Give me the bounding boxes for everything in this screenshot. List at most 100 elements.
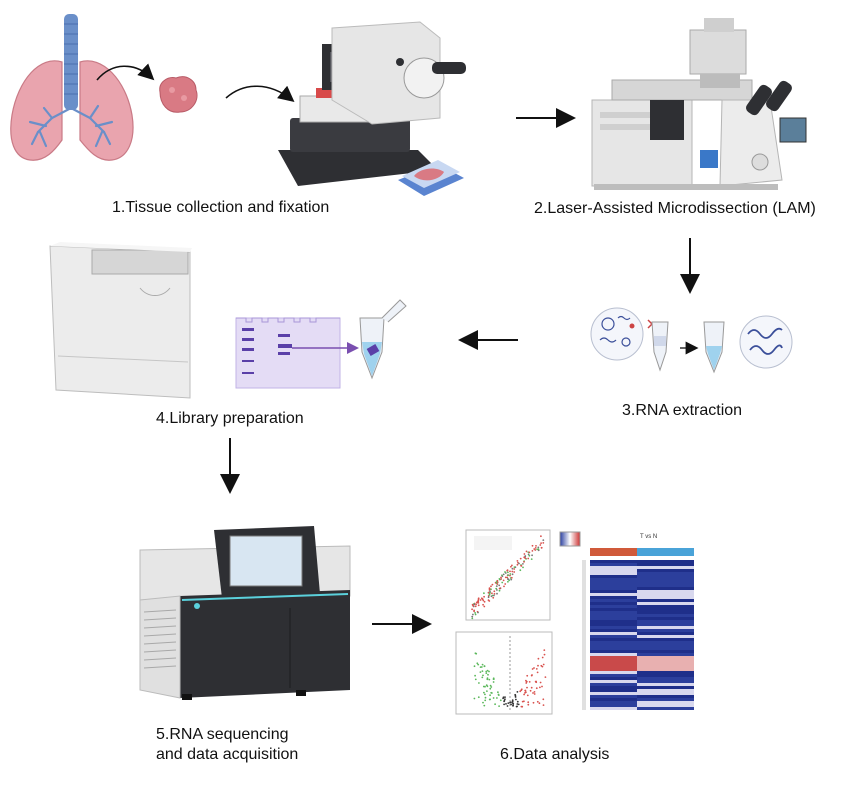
heatmap-cell bbox=[590, 665, 637, 668]
volcano-point bbox=[484, 699, 487, 702]
heatmap-cell bbox=[590, 695, 637, 698]
heatmap-cell bbox=[590, 692, 637, 695]
scatter-point bbox=[496, 592, 498, 595]
heatmap-cell bbox=[590, 674, 637, 677]
volcano-point bbox=[527, 703, 530, 706]
volcano-point bbox=[492, 697, 495, 699]
microtome-icon bbox=[278, 21, 466, 186]
volcano-point bbox=[481, 676, 484, 679]
volcano-point bbox=[535, 668, 538, 670]
heatmap-cell bbox=[590, 662, 637, 665]
scatter-point bbox=[488, 600, 491, 602]
volcano-point bbox=[474, 652, 477, 655]
scatter-point bbox=[471, 615, 474, 618]
heatmap-cell bbox=[637, 566, 694, 569]
heatmap-cell bbox=[590, 599, 637, 602]
volcano-point bbox=[532, 701, 535, 704]
scatter-point bbox=[477, 604, 480, 607]
heatmap-cell bbox=[637, 596, 694, 599]
scatter-point bbox=[495, 581, 498, 583]
step3-label: 3.RNA extraction bbox=[622, 402, 743, 419]
volcano-point bbox=[543, 653, 546, 656]
volcano-point bbox=[514, 693, 517, 696]
heatmap-cell bbox=[637, 692, 694, 695]
scatter-point bbox=[509, 570, 511, 573]
heatmap-cell bbox=[590, 608, 637, 611]
volcano-point bbox=[533, 693, 536, 695]
scatter-point bbox=[483, 595, 485, 598]
volcano-point bbox=[535, 681, 538, 684]
volcano-point bbox=[523, 693, 525, 696]
volcano-point bbox=[516, 700, 519, 703]
scatter-point bbox=[533, 548, 536, 550]
scatter-point bbox=[528, 554, 531, 557]
heatmap-cell bbox=[590, 560, 637, 563]
volcano-point bbox=[541, 656, 544, 659]
heatmap-cell bbox=[590, 581, 637, 584]
heatmap-cell bbox=[590, 623, 637, 626]
heatmap-cell bbox=[590, 629, 637, 632]
scatter-point bbox=[491, 583, 494, 586]
volcano-point bbox=[486, 669, 489, 672]
scatter-point bbox=[507, 571, 509, 574]
heatmap-cell bbox=[637, 578, 694, 581]
volcano-point bbox=[503, 699, 506, 702]
volcano-point bbox=[504, 698, 506, 701]
volcano-point bbox=[536, 671, 539, 674]
heatmap-cell bbox=[590, 635, 637, 638]
scatter-point bbox=[474, 612, 476, 614]
volcano-point bbox=[489, 694, 491, 697]
volcano-point bbox=[490, 686, 493, 688]
heatmap-cell bbox=[590, 680, 637, 683]
volcano-point bbox=[478, 682, 480, 684]
scatter-point bbox=[523, 561, 525, 563]
scatter-point bbox=[493, 594, 495, 597]
heatmap-cell bbox=[637, 650, 694, 653]
heatmap-cell bbox=[637, 575, 694, 578]
heatmap-cell bbox=[590, 686, 637, 689]
scatter-point bbox=[498, 578, 501, 580]
heatmap-cell bbox=[637, 695, 694, 698]
heatmap-cell bbox=[637, 659, 694, 662]
scatter-point bbox=[519, 557, 522, 560]
scatter-point bbox=[472, 613, 474, 616]
volcano-point bbox=[511, 700, 514, 703]
heatmap-cell bbox=[590, 569, 637, 572]
scatter-point bbox=[520, 564, 522, 567]
scatter-point bbox=[531, 554, 533, 557]
volcano-point bbox=[483, 704, 486, 707]
volcano-point bbox=[492, 681, 495, 683]
scatter-point bbox=[534, 547, 537, 549]
volcano-point bbox=[483, 665, 486, 668]
volcano-point bbox=[498, 705, 500, 707]
heatmap-cell bbox=[637, 626, 694, 629]
scatter-point bbox=[528, 551, 531, 554]
volcano-point bbox=[543, 649, 546, 651]
heatmap-cell bbox=[637, 701, 694, 704]
scatter-point bbox=[500, 576, 502, 579]
scatter-point bbox=[510, 576, 513, 579]
heatmap-cell bbox=[590, 620, 637, 623]
scatter-point bbox=[489, 590, 491, 593]
scatter-point bbox=[513, 571, 516, 573]
heatmap-cell bbox=[637, 563, 694, 566]
scatter-point bbox=[525, 550, 528, 553]
volcano-point bbox=[531, 674, 533, 676]
scatter-point bbox=[537, 546, 540, 549]
volcano-point bbox=[482, 674, 484, 677]
heatmap-cell bbox=[637, 662, 694, 665]
scatter-point bbox=[513, 566, 516, 568]
volcano-point bbox=[505, 703, 507, 705]
scatter-point bbox=[511, 573, 514, 576]
volcano-point bbox=[503, 703, 505, 706]
volcano-point bbox=[509, 701, 511, 704]
heatmap-cell bbox=[637, 704, 694, 707]
heatmap-cell bbox=[590, 563, 637, 566]
library-instrument-icon bbox=[49, 242, 192, 399]
heatmap-cell bbox=[637, 641, 694, 644]
volcano-point bbox=[488, 678, 491, 681]
volcano-point bbox=[528, 681, 531, 683]
scatter-point bbox=[536, 548, 539, 551]
